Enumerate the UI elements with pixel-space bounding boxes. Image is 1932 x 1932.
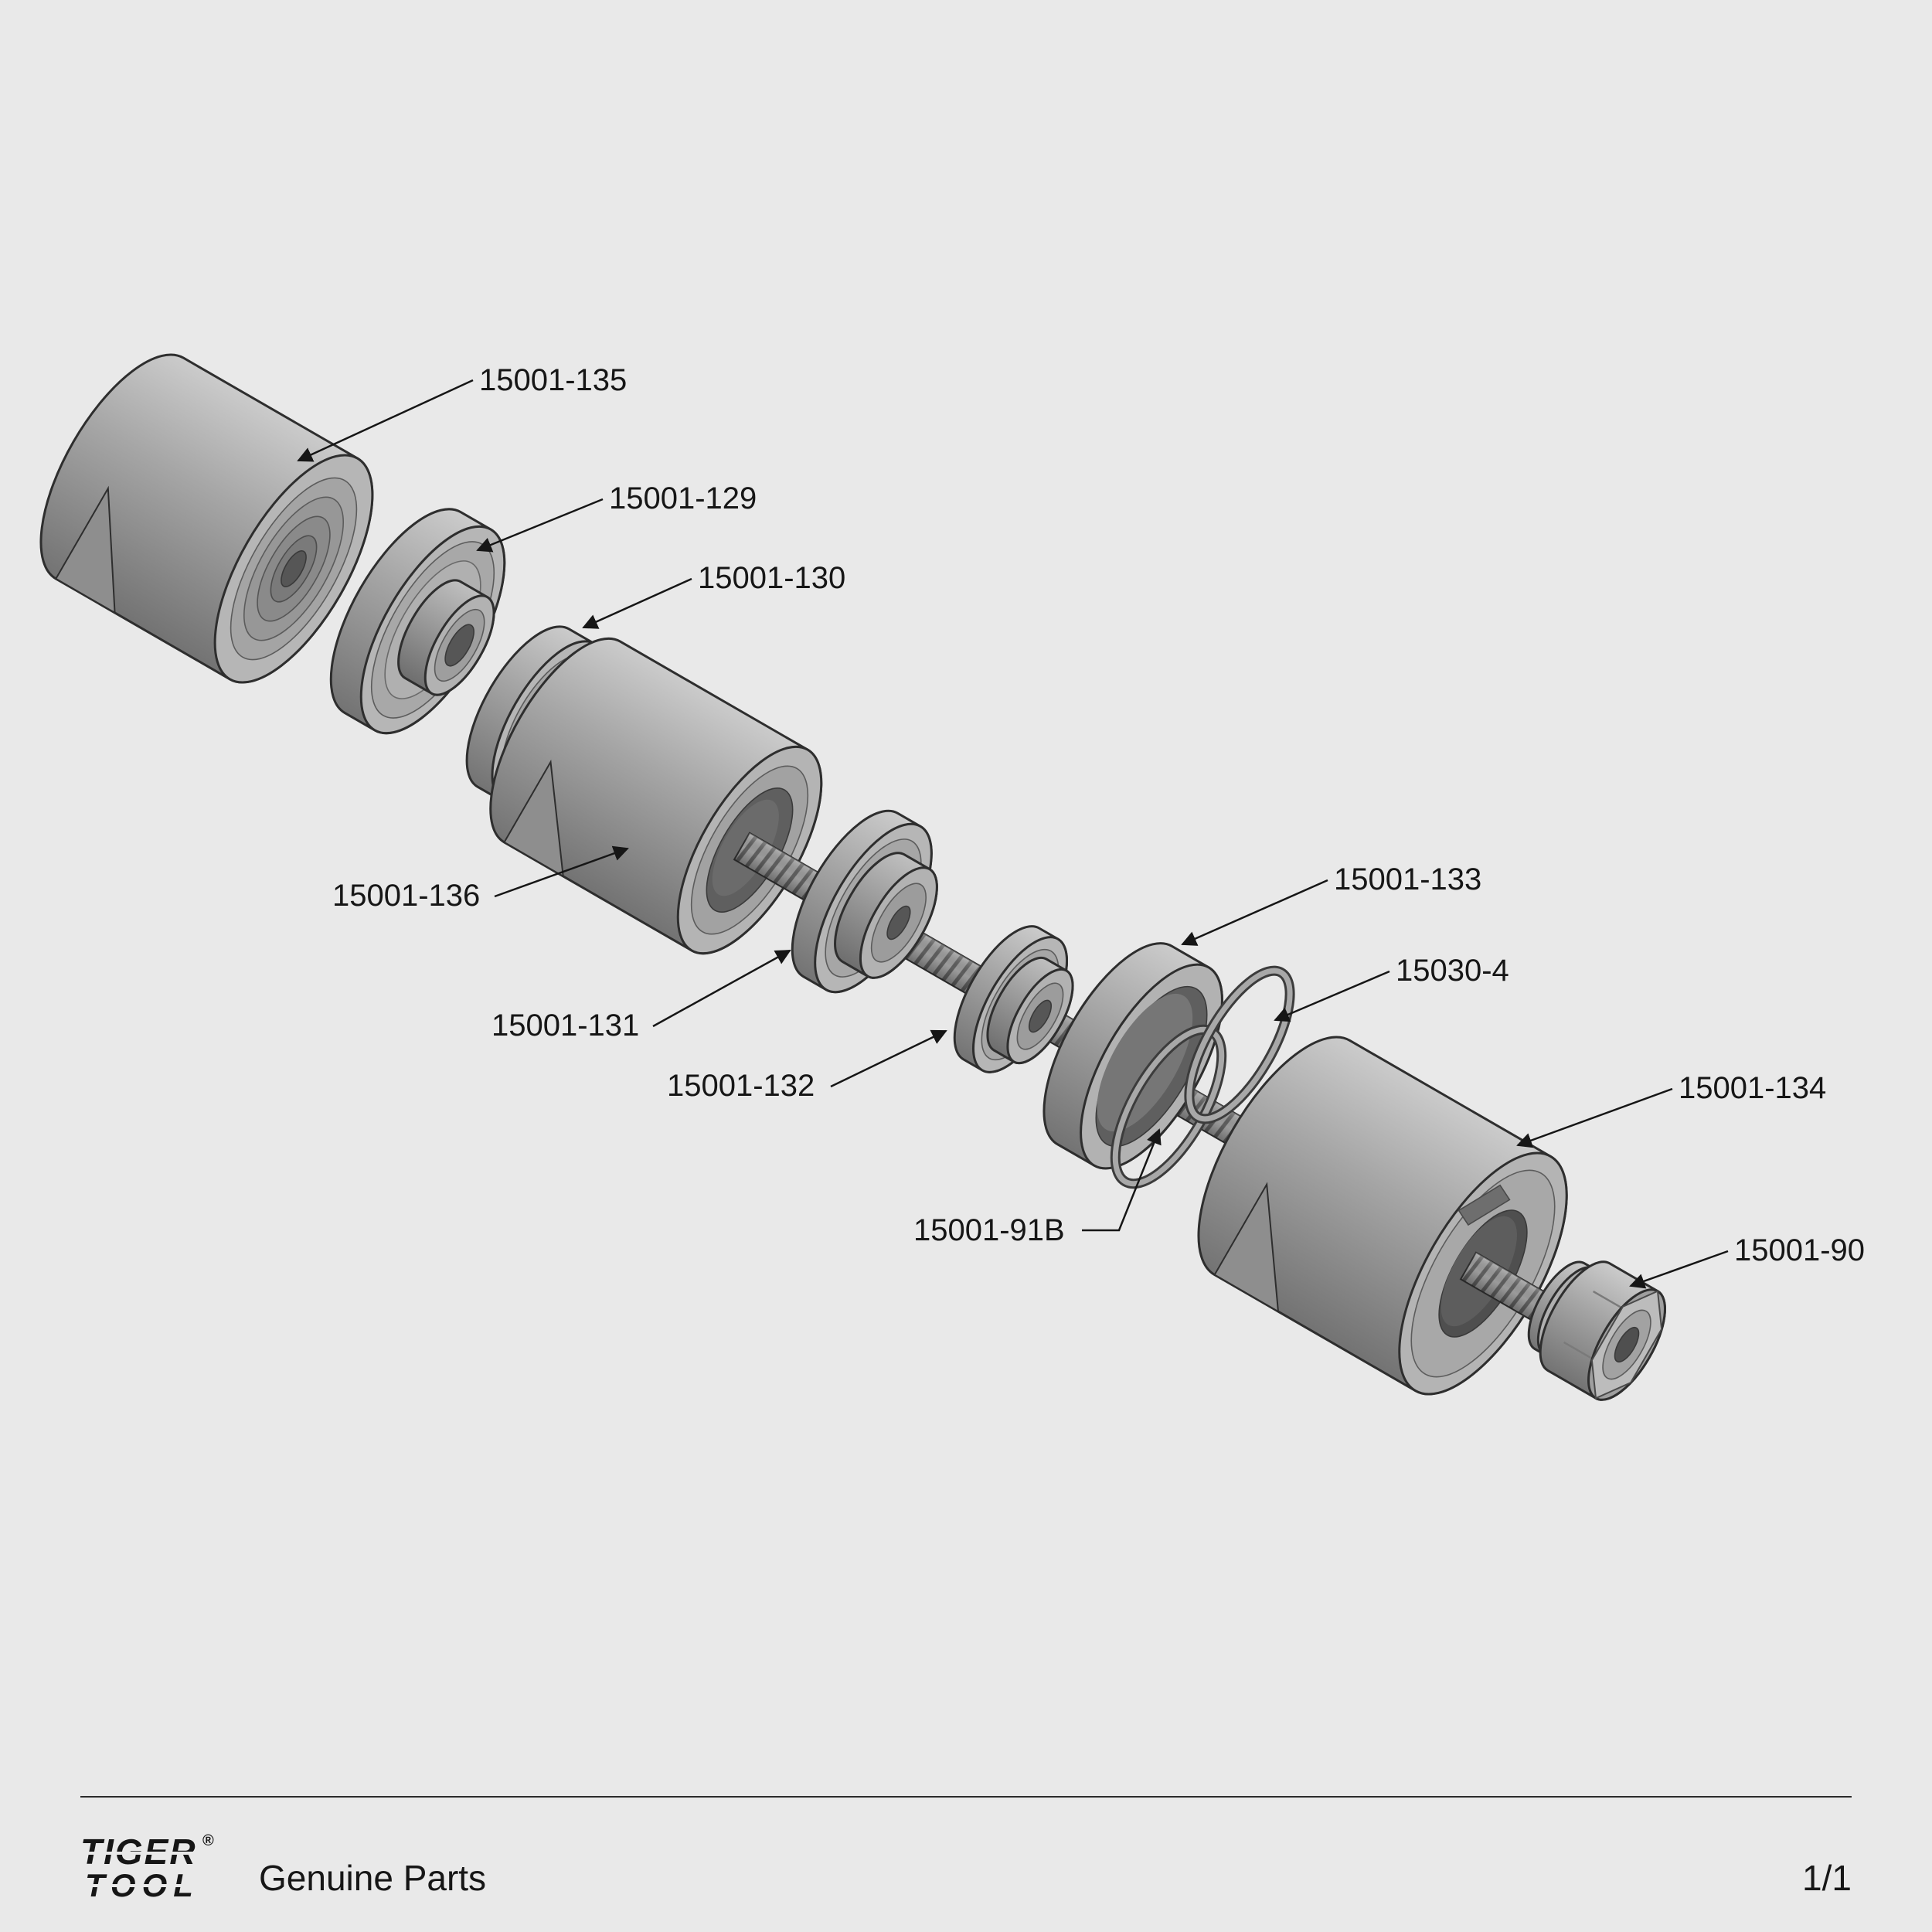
part-receiver-cylinder-134 xyxy=(1197,1036,1568,1396)
leader-15001-135 xyxy=(297,379,474,462)
part-flanged-disc-129 xyxy=(329,508,506,735)
part-flanged-washer-131 xyxy=(791,809,938,994)
part-label-15030-4: 15030-4 xyxy=(1396,954,1509,988)
part-label-15001-91B: 15001-91B xyxy=(913,1213,1065,1247)
brand-logo: TIGER TOOL ® xyxy=(80,1832,214,1903)
part-snap-ring-15030-4 xyxy=(1184,965,1295,1124)
leader-15030-4 xyxy=(1274,970,1390,1022)
part-label-15001-132: 15001-132 xyxy=(667,1069,815,1103)
part-label-15001-133: 15001-133 xyxy=(1334,862,1481,896)
part-label-15001-90: 15001-90 xyxy=(1734,1233,1865,1267)
footer-caption: Genuine Parts xyxy=(259,1858,486,1898)
part-label-15001-131: 15001-131 xyxy=(492,1009,639,1043)
part-sleeve-136 xyxy=(489,637,823,955)
part-hex-nut-90 xyxy=(1539,1260,1666,1401)
leader-15001-134 xyxy=(1516,1087,1673,1148)
part-label-15001-136: 15001-136 xyxy=(332,879,480,913)
part-label-15001-134: 15001-134 xyxy=(1679,1071,1826,1105)
part-receiver-cup-135 xyxy=(39,353,374,684)
leader-15001-133 xyxy=(1181,879,1328,946)
leader-15001-91B xyxy=(1082,1128,1162,1232)
part-collar-132 xyxy=(953,925,1074,1073)
brand-registered-mark: ® xyxy=(202,1832,214,1849)
leader-15001-129 xyxy=(476,498,604,553)
leader-15001-136 xyxy=(494,845,629,898)
leader-15001-132 xyxy=(830,1029,947,1088)
part-label-15001-130: 15001-130 xyxy=(698,561,845,595)
page-number: 1/1 xyxy=(1802,1858,1852,1898)
leader-15001-131 xyxy=(652,949,791,1028)
leader-15001-130 xyxy=(582,577,692,629)
leader-15001-90 xyxy=(1629,1250,1729,1289)
part-label-15001-129: 15001-129 xyxy=(609,481,757,515)
part-label-15001-135: 15001-135 xyxy=(479,363,627,397)
